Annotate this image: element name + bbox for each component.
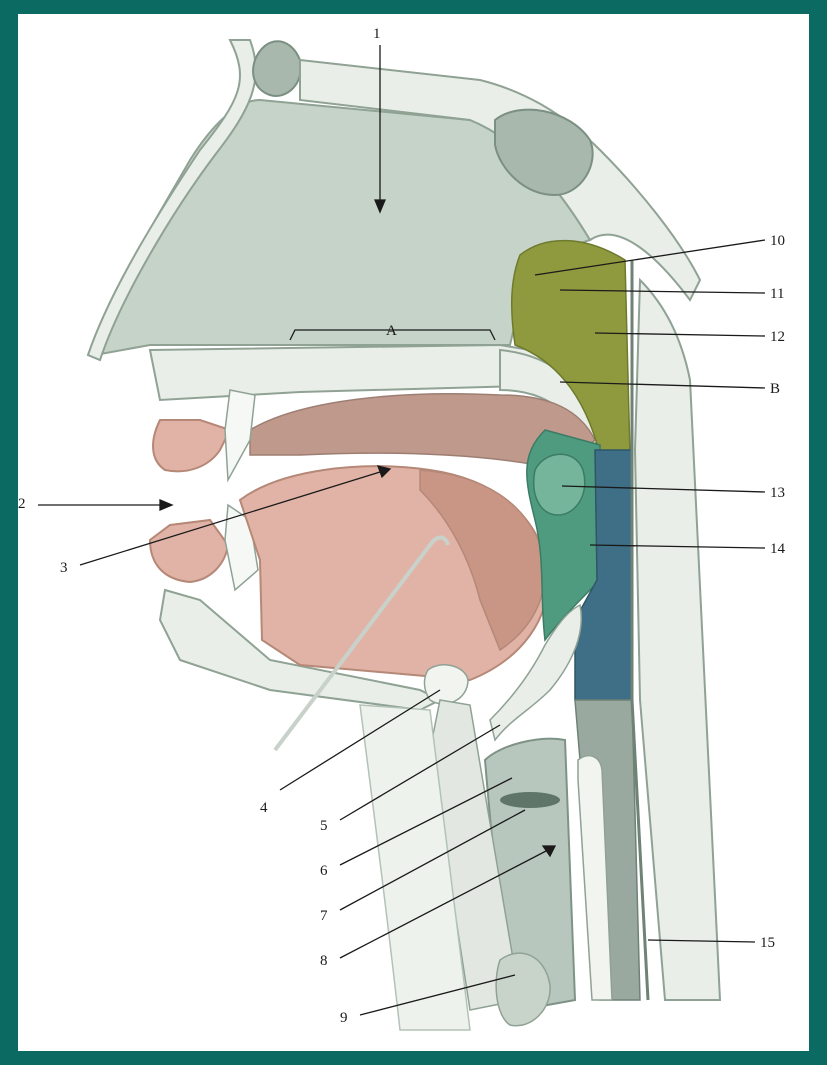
label-1: 1 xyxy=(373,26,381,42)
label-9: 9 xyxy=(340,1010,348,1026)
label-8: 8 xyxy=(320,953,328,969)
arrow-2 xyxy=(160,500,172,510)
label-B: B xyxy=(770,381,780,397)
label-6: 6 xyxy=(320,863,328,879)
label-2: 2 xyxy=(18,496,26,512)
upper-incisor xyxy=(225,390,255,480)
label-12: 12 xyxy=(770,329,785,345)
label-13: 13 xyxy=(770,485,785,501)
label-A: A xyxy=(386,323,397,339)
frontal-sinus xyxy=(253,41,301,96)
label-11: 11 xyxy=(770,286,784,302)
upper-lip xyxy=(153,420,230,471)
label-15: 15 xyxy=(760,935,775,951)
vocal-fold xyxy=(500,792,560,808)
label-4: 4 xyxy=(260,800,268,816)
label-7: 7 xyxy=(320,908,328,924)
label-14: 14 xyxy=(770,541,786,557)
label-5: 5 xyxy=(320,818,328,834)
palatine-tonsil xyxy=(534,454,585,515)
thyroid-gland xyxy=(496,953,550,1026)
lower-lip xyxy=(150,520,228,582)
hyoid-bone xyxy=(424,665,468,704)
label-10: 10 xyxy=(770,233,785,249)
vertebral-column xyxy=(635,280,720,1000)
hard-palate xyxy=(150,345,560,400)
label-3: 3 xyxy=(60,560,68,576)
